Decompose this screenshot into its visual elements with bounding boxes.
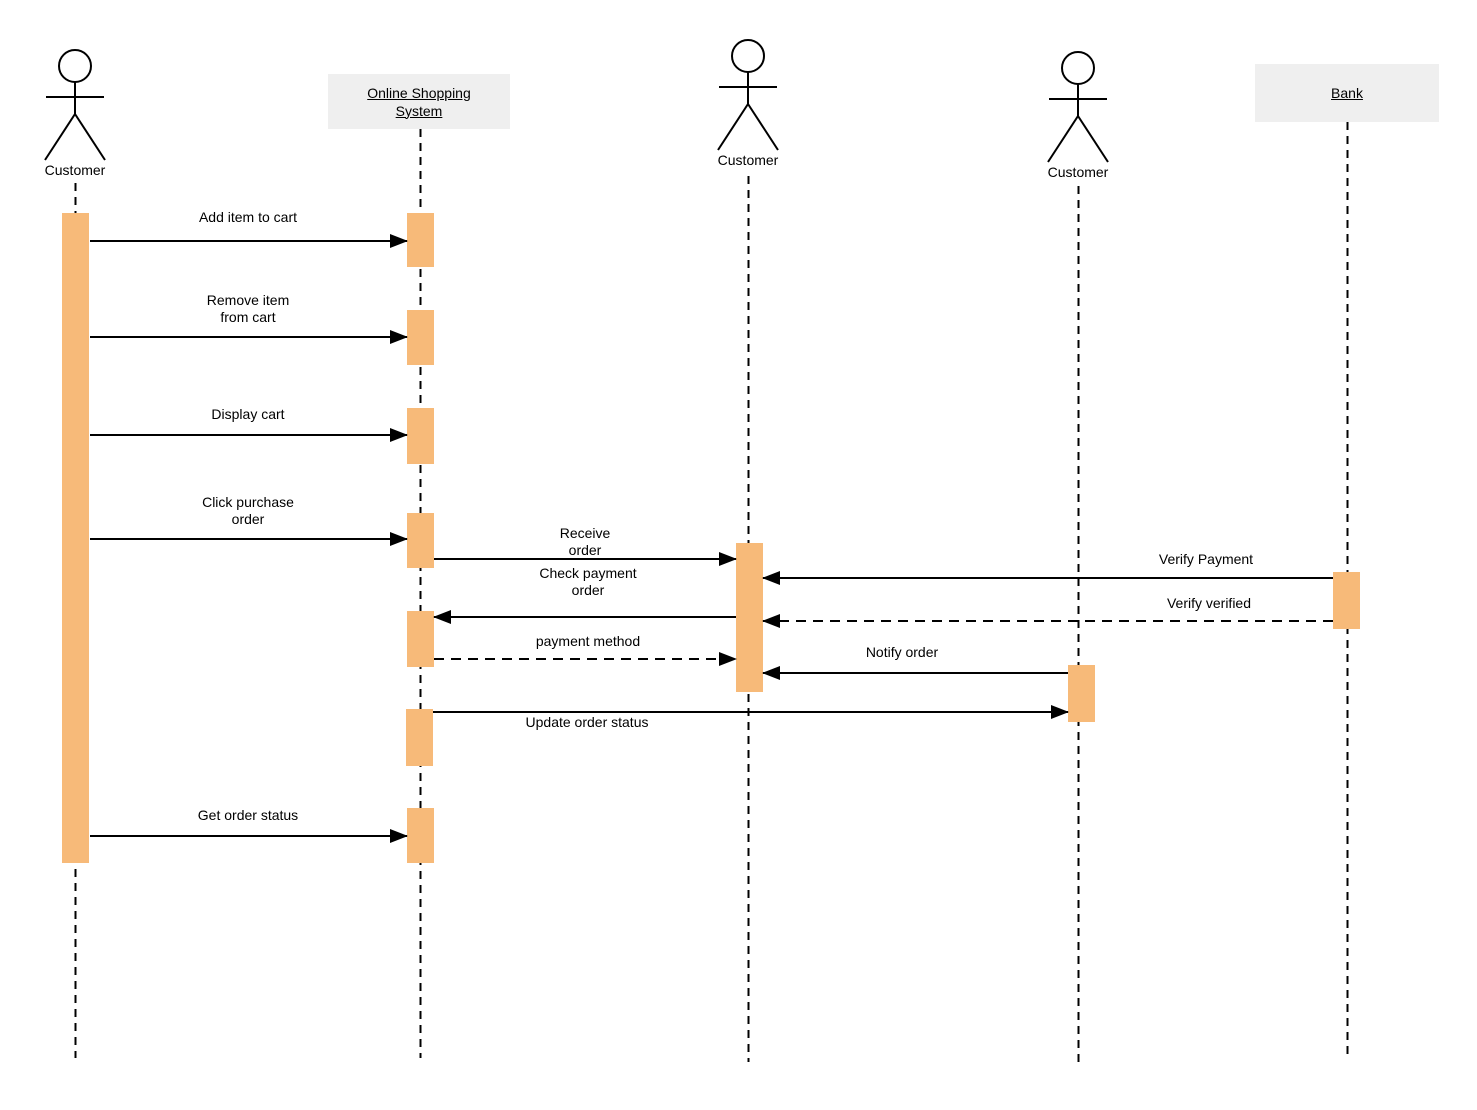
activation-bar-bank xyxy=(1333,572,1360,629)
message-label-notify-order: Notify order xyxy=(865,644,939,660)
message-label-get-order-status: Get order status xyxy=(197,807,299,823)
message-label-remove-item: Remove item from cart xyxy=(206,292,290,325)
message-label-check-payment: Check payment order xyxy=(539,565,637,598)
activation-bar-oss-2 xyxy=(407,310,434,365)
message-label-display-cart: Display cart xyxy=(211,406,285,422)
message-label-add-item-to-cart: Add item to cart xyxy=(198,209,298,225)
activation-bar-oss-1 xyxy=(407,213,434,267)
message-label-click-purchase: Click purchase order xyxy=(202,494,294,527)
activation-bar-oss-6 xyxy=(406,709,433,766)
message-label-verify-payment: Verify Payment xyxy=(1158,551,1254,567)
actor-label-customer-middle: Customer xyxy=(717,152,779,168)
activation-bar-customer-right xyxy=(1068,665,1095,722)
message-label-verify-verified: Verify verified xyxy=(1166,595,1252,611)
actor-label-customer-left: Customer xyxy=(44,162,106,178)
participant-box-bank: Bank xyxy=(1255,64,1439,122)
message-label-update-order-status: Update order status xyxy=(525,714,649,730)
participant-label: Online Shopping System xyxy=(367,84,471,119)
actor-figure-customer-right xyxy=(1047,51,1109,163)
actor-figure-customer-left xyxy=(44,49,106,161)
activation-bar-oss-5 xyxy=(407,611,434,667)
participant-box-online-shopping-system: Online Shopping System xyxy=(328,74,510,129)
activation-bar-oss-7 xyxy=(407,808,434,863)
message-label-receive-order: Receive order xyxy=(559,525,611,558)
actor-figure-customer-middle xyxy=(717,39,779,151)
activation-bar-oss-3 xyxy=(407,408,434,464)
actor-label-customer-right: Customer xyxy=(1047,164,1109,180)
activation-bar-customer-left xyxy=(62,213,89,863)
message-label-payment-method: payment method xyxy=(535,633,641,649)
activation-bar-oss-4 xyxy=(407,513,434,568)
activation-bar-customer-middle xyxy=(736,543,763,692)
participant-label: Bank xyxy=(1331,85,1363,101)
